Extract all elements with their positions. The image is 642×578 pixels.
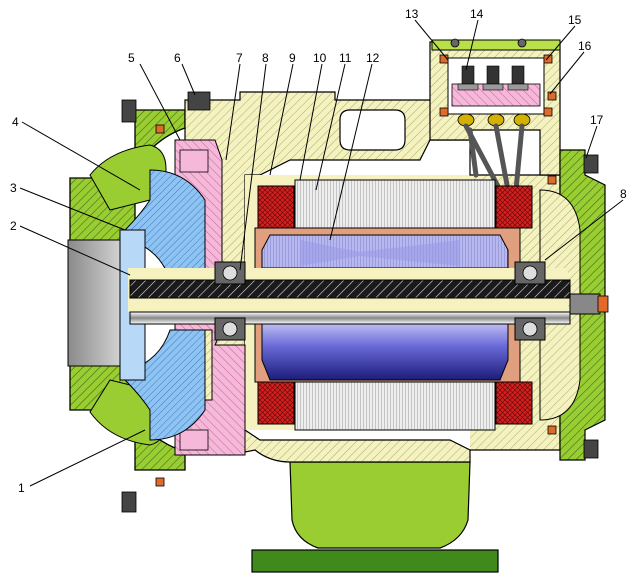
callout-13: 13	[405, 7, 419, 21]
pump-foot	[251, 461, 499, 573]
callout-17: 17	[590, 113, 604, 127]
callout-5: 5	[128, 51, 135, 65]
callout-1: 1	[18, 481, 25, 495]
bolts	[121, 91, 599, 513]
callout-8-rear: 8	[620, 187, 627, 201]
stator-windings	[257, 185, 533, 425]
callout-15: 15	[568, 13, 582, 27]
o-rings	[155, 124, 557, 487]
callout-3: 3	[10, 181, 17, 195]
callout-4: 4	[12, 115, 19, 129]
callout-11: 11	[339, 51, 352, 65]
callout-2: 2	[10, 219, 17, 233]
suction-inlet	[67, 239, 129, 367]
rotor	[261, 234, 509, 381]
leader-lines	[19, 19, 624, 487]
front-bearing	[214, 261, 246, 341]
rear-bearing	[514, 261, 546, 341]
callout-16: 16	[578, 39, 592, 53]
callout-8: 8	[262, 51, 269, 65]
callout-10: 10	[313, 51, 327, 65]
callout-9: 9	[289, 51, 296, 65]
callout-12: 12	[366, 51, 380, 65]
callout-labels: 1 2 3 4 5 6 7 8 9 10 11 12 13 14 15 16 1…	[10, 7, 627, 495]
terminal-box	[429, 38, 561, 193]
callout-14: 14	[470, 7, 484, 21]
callout-7: 7	[236, 51, 243, 65]
callout-6: 6	[174, 51, 181, 65]
